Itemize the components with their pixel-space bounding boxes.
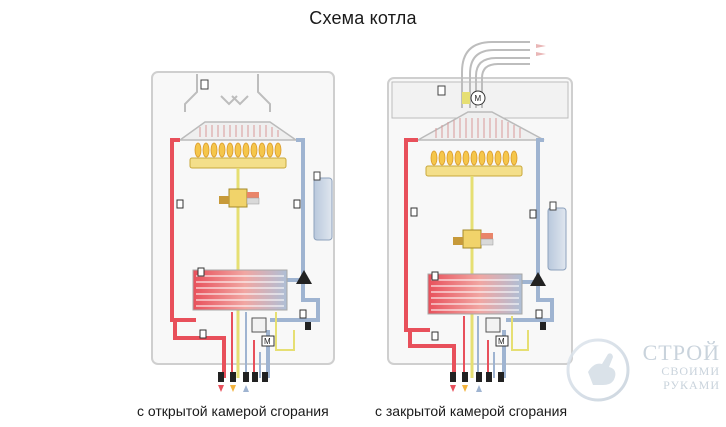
expansion-tank bbox=[313, 177, 333, 241]
flow-arrows bbox=[218, 385, 249, 392]
draft-hood bbox=[184, 74, 271, 112]
burner-flames bbox=[189, 142, 287, 169]
burner-flames bbox=[425, 150, 523, 177]
secondary-heat-exchanger bbox=[427, 273, 523, 315]
pressure-gauge-icon bbox=[313, 171, 321, 181]
pressure-switch-icon bbox=[437, 85, 446, 96]
svg-text:M: M bbox=[475, 94, 482, 103]
connection-fittings bbox=[450, 322, 546, 382]
three-way-valve: M bbox=[485, 317, 509, 347]
heating-flow-pipe bbox=[404, 138, 456, 378]
coaxial-flue bbox=[461, 41, 530, 108]
connection-fittings bbox=[218, 322, 311, 382]
fan-motor: M bbox=[462, 90, 486, 106]
expansion-tank bbox=[547, 207, 567, 271]
flue-gas-arrows bbox=[536, 44, 546, 56]
sensor-icons bbox=[410, 207, 543, 341]
burner-bar bbox=[425, 165, 523, 177]
caption-closed-chamber: с закрытой камерой сгорания bbox=[375, 403, 568, 419]
svg-text:M: M bbox=[264, 337, 271, 346]
caption-open-chamber: с открытой камерой сгорания bbox=[137, 403, 329, 419]
circulation-pump-icon bbox=[530, 272, 546, 286]
svg-text:M: M bbox=[498, 337, 505, 346]
circulation-pump-icon bbox=[296, 270, 312, 284]
draft-sensor-icon bbox=[200, 79, 209, 90]
diagram-title: Схема котла bbox=[309, 8, 417, 28]
gas-valve bbox=[453, 229, 494, 249]
open-chamber-boiler: M bbox=[151, 71, 335, 392]
sensor-icons bbox=[176, 199, 307, 339]
combustion-hood bbox=[415, 111, 545, 141]
dhw-pipes bbox=[231, 312, 295, 378]
three-way-valve: M bbox=[251, 317, 275, 347]
secondary-heat-exchanger bbox=[192, 269, 288, 311]
burner-bar bbox=[189, 157, 287, 169]
dhw-pipes bbox=[463, 316, 529, 378]
flow-arrows bbox=[450, 385, 482, 392]
watermark-logo bbox=[566, 338, 630, 402]
gas-valve bbox=[219, 188, 260, 208]
primary-heat-exchanger bbox=[177, 121, 299, 141]
closed-chamber-boiler: M bbox=[387, 41, 573, 392]
pressure-gauge-icon bbox=[549, 201, 557, 211]
